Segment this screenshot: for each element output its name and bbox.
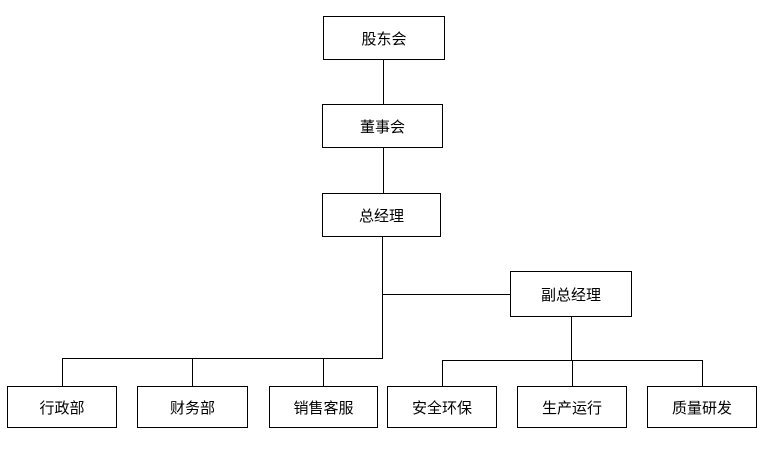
org-node-finance-dept: 财务部 — [137, 386, 248, 428]
org-node-safety-env-dept: 安全环保 — [387, 386, 497, 428]
org-node-label: 质量研发 — [671, 399, 732, 417]
org-node-production-ops-dept: 生产运行 — [517, 386, 627, 428]
connector-line — [702, 360, 703, 387]
connector-line — [62, 358, 63, 387]
connector-line — [572, 360, 573, 387]
org-node-label: 副总经理 — [540, 286, 601, 304]
connector-line — [383, 148, 384, 193]
connector-line — [382, 294, 510, 295]
org-node-board: 董事会 — [322, 104, 443, 148]
connector-line — [192, 358, 193, 387]
org-node-shareholders: 股东会 — [323, 16, 445, 60]
connector-line — [323, 358, 324, 387]
connector-line — [571, 317, 572, 361]
connector-line — [383, 60, 384, 105]
org-node-label: 董事会 — [359, 118, 405, 136]
org-node-label: 生产运行 — [541, 399, 602, 417]
org-node-quality-rd-dept: 质量研发 — [647, 386, 757, 428]
org-node-label: 安全环保 — [411, 399, 472, 417]
org-node-label: 股东会 — [361, 30, 407, 48]
org-node-admin-dept: 行政部 — [7, 386, 117, 428]
connector-line — [62, 358, 383, 359]
org-node-sales-service-dept: 销售客服 — [269, 386, 378, 428]
org-node-label: 财务部 — [169, 399, 215, 417]
org-node-label: 行政部 — [39, 399, 85, 417]
org-node-general-manager: 总经理 — [322, 193, 441, 237]
org-node-label: 销售客服 — [293, 399, 354, 417]
connector-line — [382, 237, 383, 359]
org-node-deputy-general-manager: 副总经理 — [510, 271, 632, 317]
connector-line — [442, 360, 443, 387]
org-node-label: 总经理 — [358, 207, 404, 225]
